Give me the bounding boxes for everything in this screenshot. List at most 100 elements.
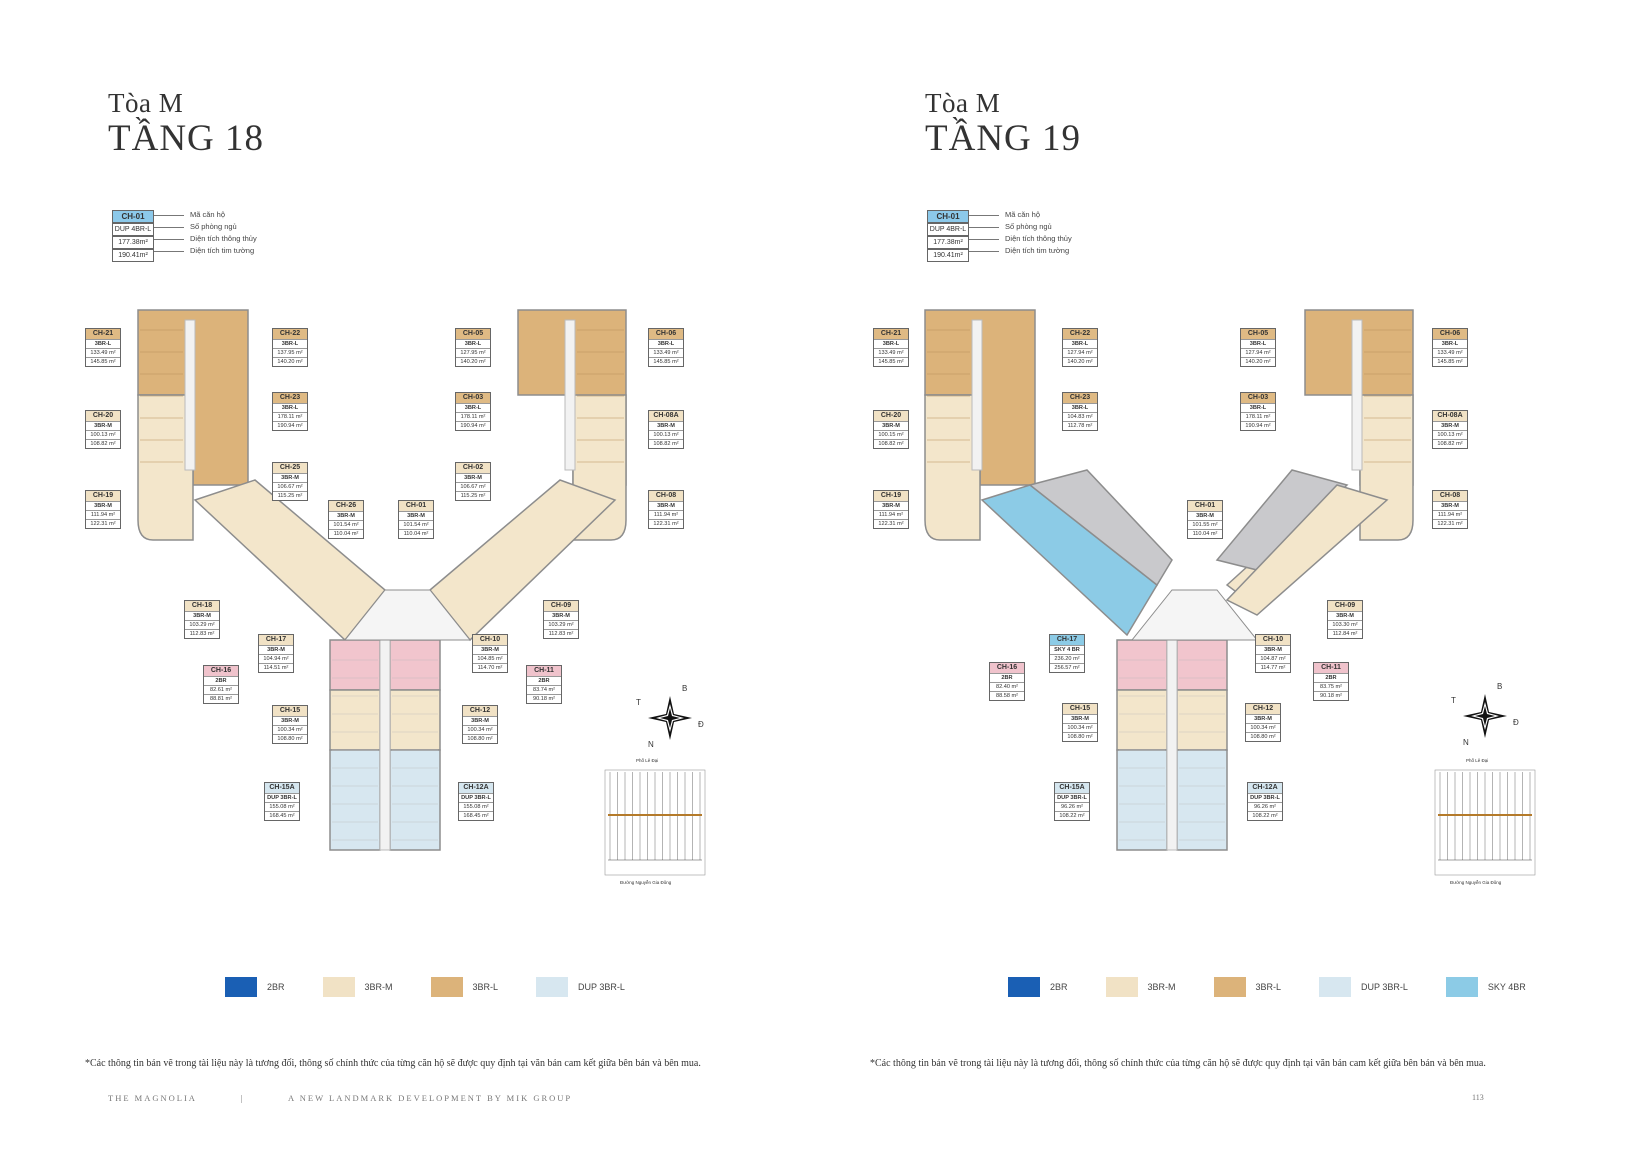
floor-name: TẦNG 19 [925,118,1082,159]
unit-a2: 122.31 m² [653,521,679,527]
unit-type: 3BR-L [456,340,490,349]
unit-a1: 133.49 m² [86,349,120,358]
unit-a2: 108.80 m² [277,736,303,742]
unit-a1: 133.49 m² [1433,349,1467,358]
unit-a2: 140.20 m² [277,359,303,365]
unit-type: 3BR-M [463,717,497,726]
label-key: CH-01 DUP 4BR-L 177.38m² 190.41m² Mã căn… [112,210,257,262]
unit-a2: 110.04 m² [403,531,429,537]
unit-type: DUP 3BR-L [1055,794,1089,803]
unit-type: 2BR [1314,674,1348,683]
legend-label: 3BR-M [1147,982,1176,992]
unit-a1: 127.94 m² [1063,349,1097,358]
building-name: Tòa M [108,88,184,118]
legend-item: 2BR [1008,977,1068,997]
unit-type: 3BR-M [473,646,507,655]
legend-swatch [322,977,355,997]
unit-a1: 100.34 m² [273,726,307,735]
unit-code: CH-17 [259,635,293,646]
compass-e: Đ [1513,718,1519,727]
footer-separator: | [240,1093,245,1103]
legend-label: SKY 4BR [1487,982,1526,992]
unit-a2: 115.25 m² [277,493,303,499]
site-minimap: Phố Lê Đại Đường Nguyễn Gia Đông [1430,758,1540,890]
unit-a1: 104.85 m² [473,655,507,664]
unit-code: CH-12A [1248,783,1282,794]
unit-code: CH-12A [459,783,493,794]
unit-type: 3BR-L [273,340,307,349]
unit-code: CH-01 [1188,501,1222,512]
unit-a1: 103.29 m² [185,621,219,630]
unit-a2: 108.82 m² [1437,441,1463,447]
unit-a1: 100.15 m² [874,431,908,440]
compass-s: N [648,740,654,749]
unit-code: CH-15A [1055,783,1089,794]
unit-type: 3BR-L [456,404,490,413]
unit-a2: 108.80 m² [467,736,493,742]
unit-a2: 90.18 m² [532,696,556,702]
unit-type: 3BR-L [1063,340,1097,349]
unit-a1: 127.94 m² [1241,349,1275,358]
legend-item: DUP 3BR-L [1319,977,1408,997]
legend-swatch [225,977,257,997]
floor-plan-page-18: Tòa M TẦNG 18 CH-01 DUP 4BR-L 177.38m² 1… [85,88,706,1103]
compass-n: B [682,684,688,693]
unit-a2: 190.94 m² [277,423,303,429]
map-top-road: Phố Lê Đại [636,758,659,763]
unit-code: CH-03 [456,393,490,404]
unit-a2: 122.31 m² [878,521,904,527]
unit-a2: 122.31 m² [90,521,116,527]
legend: 2BR 3BR-M 3BR-L DUP 3BR-L SKY 4BR [1008,977,1564,997]
key-code: CH-01 [112,210,154,223]
unit-a2: 115.25 m² [460,493,486,499]
key-label: Mã căn hộ [1005,210,1041,219]
unit-a1: 83.75 m² [1314,683,1348,692]
unit-a2: 256.57 m² [1054,665,1080,671]
unit-type: 3BR-M [273,474,307,483]
unit-a1: 100.13 m² [86,431,120,440]
unit-type: 3BR-M [874,502,908,511]
unit-a2: 90.18 m² [1319,693,1343,699]
legend-item: 3BR-L [1213,977,1281,997]
unit-code: CH-15 [1063,704,1097,715]
unit-a2: 108.80 m² [1250,734,1276,740]
key-type: DUP 4BR-L [112,223,154,236]
unit-a2: 114.70 m² [477,665,503,671]
legend-label: 2BR [1050,982,1068,992]
unit-type: 2BR [204,677,238,686]
legend-label: DUP 3BR-L [1361,982,1408,992]
key-label: Số phòng ngủ [190,222,237,231]
unit-code: CH-01 [399,501,433,512]
unit-code: CH-23 [273,393,307,404]
unit-type: 3BR-M [649,422,683,431]
unit-code: CH-22 [1063,329,1097,340]
unit-code: CH-08 [649,491,683,502]
unit-a1: 236.20 m² [1050,655,1084,664]
unit-type: 3BR-L [1063,404,1097,413]
compass-s: N [1463,738,1469,747]
compass-n: B [1497,682,1503,691]
unit-code: CH-11 [1314,663,1348,674]
unit-type: 3BR-M [1188,512,1222,521]
key-label: Diện tích tim tường [1005,246,1070,255]
map-top-road: Phố Lê Đại [1466,758,1489,763]
legend-label: 3BR-M [364,982,393,992]
